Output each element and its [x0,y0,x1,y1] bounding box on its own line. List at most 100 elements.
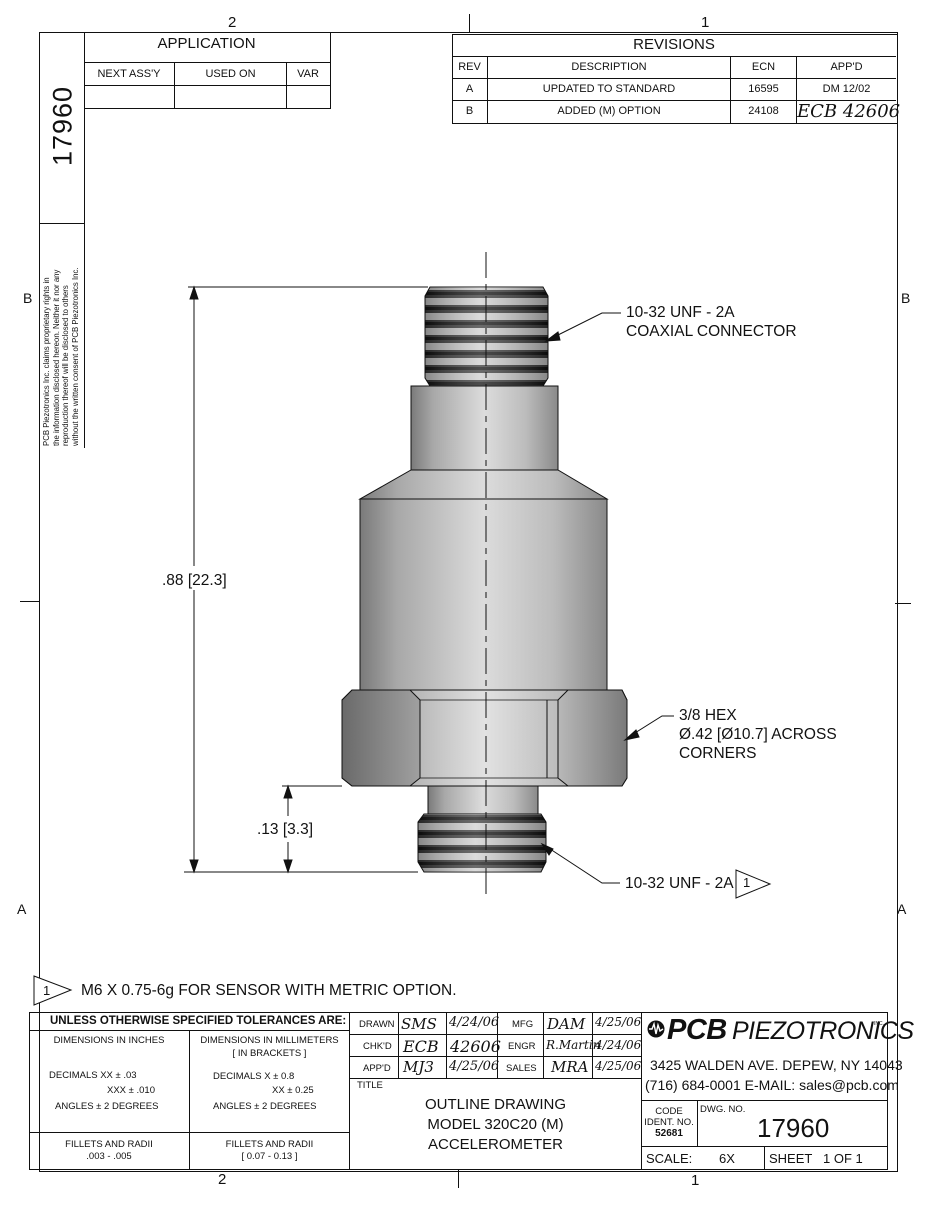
revisions-rule [452,78,896,79]
chkd-by-signature: ECB [403,1037,439,1056]
stud-callout: 10-32 UNF - 2A [625,875,734,892]
appd-by-signature: MJ3 [403,1058,434,1076]
tolerances-mm-decimals: DECIMALS X ± 0.8 [213,1071,295,1082]
dwg-no-value: 17960 [757,1113,830,1143]
titleblock-col-rule [764,1146,765,1170]
revisions-block [452,34,897,124]
side-strip-divider [39,223,84,224]
coaxial-connector-thread [424,286,549,387]
revision-ecn: 16595 [748,83,779,95]
logo-piezotronics: PIEZOTRONICS [732,1017,914,1045]
tolerances-inch-fillets-value: .003 - .005 [86,1151,132,1162]
revision-ecn: 24108 [748,105,779,117]
mfg-signature: DAM [547,1015,586,1033]
application-col-next-assy: NEXT ASS'Y [97,68,161,80]
application-col-rule [286,62,287,108]
note-flag-callout [735,869,772,899]
sensor-body [359,498,608,691]
stud-neck [427,785,539,815]
code-ident-label: CODE [655,1106,683,1117]
connector-neck [410,385,559,471]
revisions-rule [452,56,896,57]
zone-top-2: 2 [228,14,237,31]
signoff-col-rule [641,1012,642,1170]
zone-tick-left [20,601,39,602]
code-ident-value: 52681 [655,1128,683,1139]
application-col-rule [174,62,175,108]
engr-date: 4/24/06 [595,1038,642,1052]
stud-callout-note-number: 1 [743,875,751,890]
tolerances-mm-decimals-2: XX ± 0.25 [272,1085,314,1096]
revisions-header-description: DESCRIPTION [571,61,647,73]
revision-appd: DM 12/02 [822,83,871,95]
zone-tick-top [469,14,470,32]
revision-description: UPDATED TO STANDARD [542,83,676,95]
hex-callout-line3: CORNERS [679,745,757,762]
stud-leader [540,842,620,884]
sheet-value: 1 OF 1 [823,1151,863,1166]
titleblock-right-rule [887,1012,888,1170]
tolerances-inch-decimals: DECIMALS XX ± .03 [49,1070,137,1081]
signoff-col-rule [497,1012,498,1078]
signoff-rule [349,1078,641,1079]
zone-tick-right [895,603,911,604]
tolerances-inch-decimals-2: XXX ± .010 [107,1085,155,1096]
zone-tick-bottom [458,1170,459,1188]
engr-signature: R.Martin [546,1038,601,1052]
revision-rev: B [465,105,474,117]
overall-dimension [184,285,428,874]
metric-option-note: M6 X 0.75-6g FOR SENSOR WITH METRIC OPTI… [81,982,457,999]
zone-right-a: A [897,901,907,917]
tolerances-mm-fillets: FILLETS AND RADII [225,1139,314,1150]
tolerances-inch-fillets: FILLETS AND RADII [65,1139,153,1150]
titleblock-bottom-rule [29,1169,888,1170]
stud-dimension [282,784,342,874]
tolerances-mm-heading: DIMENSIONS IN MILLIMETERS [200,1035,339,1046]
tolerance-col-rule [349,1012,350,1170]
company-logo: PCB PIEZOTRONICS INC. [646,1013,914,1049]
hex-callout-line2: Ø.42 [Ø10.7] ACROSS [679,726,837,743]
hex-leader [623,715,674,741]
company-contact: (716) 684-0001 E-MAIL: sales@pcb.com [645,1077,899,1093]
tolerances-inch-heading: DIMENSIONS IN INCHES [53,1035,165,1046]
zone-top-1: 1 [701,14,710,31]
drawing-title-line3: ACCELEROMETER [427,1136,564,1153]
tolerances-mm-fillets-value: [ 0.07 - 0.13 ] [241,1151,298,1162]
tolerances-title: UNLESS OTHERWISE SPECIFIED TOLERANCES AR… [50,1015,347,1027]
application-col-used-on: USED ON [205,68,256,80]
mfg-date: 4/25/06 [595,1015,642,1029]
titleblock-left-rule [29,1012,30,1170]
application-rule [84,85,330,86]
logo-tm: INC. [874,1021,884,1027]
stud-dimension-label: .13 [3.3] [257,821,314,838]
chkd-date: 42606 [450,1037,501,1056]
pcb-logo-icon [647,1020,665,1038]
application-block [84,32,331,109]
mfg-label: MFG [512,1019,534,1030]
revision-appd-signature: ECB 42606 [797,101,901,122]
signoff-col-rule [592,1012,593,1078]
note-number: 1 [43,983,51,998]
appd-date: 4/25/06 [449,1059,500,1074]
chkd-label: CHK'D [363,1041,392,1052]
engr-label: ENGR [508,1041,536,1052]
revisions-header-appd: APP'D [830,61,863,73]
scale-value: 6X [719,1151,735,1166]
signoff-col-rule [543,1012,544,1078]
overall-dimension-label: .88 [22.3] [162,572,227,589]
titleblock-rule [641,1100,888,1101]
scale-label: SCALE: [646,1151,693,1166]
zone-right-b: B [901,290,911,306]
title-label: TITLE [357,1080,383,1091]
application-title: APPLICATION [157,35,256,52]
revisions-header-rev: REV [458,61,481,73]
signoff-rule [349,1056,641,1057]
zone-bottom-2: 2 [218,1171,227,1188]
zone-left-a: A [17,901,27,917]
tolerances-mm-angles: ANGLES ± 2 DEGREES [213,1101,317,1112]
connector-leader [544,312,621,342]
hex-callout-line1: 3/8 HEX [679,707,737,724]
sales-date: 4/25/06 [595,1059,642,1073]
tolerances-inch-angles: ANGLES ± 2 DEGREES [55,1101,159,1112]
